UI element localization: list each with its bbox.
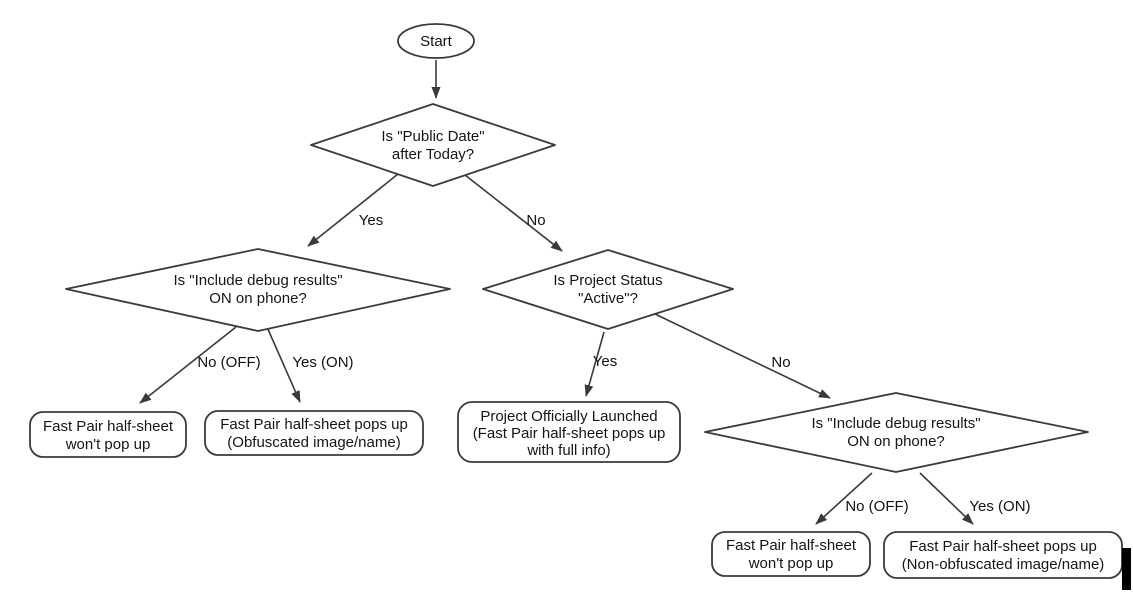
result-launched-line-1: Project Officially Launched bbox=[480, 408, 657, 425]
decision-project-status-line-2: "Active"? bbox=[578, 290, 638, 307]
edge-label-public-date-no: No bbox=[526, 212, 545, 229]
decision-debug-right-diamond bbox=[704, 392, 1089, 473]
decision-debug-left-line-2: ON on phone? bbox=[209, 290, 307, 307]
edge-status-no bbox=[654, 313, 831, 399]
start-label: Start bbox=[420, 33, 453, 50]
text-cursor-artifact bbox=[1122, 548, 1131, 590]
result-no-popup-right-line-2: won't pop up bbox=[748, 555, 834, 572]
decision-debug-left-line-1: Is "Include debug results" bbox=[173, 272, 342, 289]
decision-debug-right-line-2: ON on phone? bbox=[847, 433, 945, 450]
decision-debug-right: Is "Include debug results" ON on phone? bbox=[704, 392, 1089, 473]
edge-debug-right-no bbox=[815, 472, 873, 525]
decision-public-date-diamond bbox=[310, 103, 556, 187]
decision-public-date: Is "Public Date" after Today? bbox=[310, 103, 556, 187]
result-non-obfuscated: Fast Pair half-sheet pops up (Non-obfusc… bbox=[883, 531, 1123, 579]
edge-status-yes bbox=[584, 331, 605, 397]
edge-label-status-yes: Yes bbox=[593, 353, 617, 370]
result-no-popup-right: Fast Pair half-sheet won't pop up bbox=[711, 531, 871, 577]
result-non-obfuscated-line-1: Fast Pair half-sheet pops up bbox=[909, 538, 1097, 555]
edge-label-status-no: No bbox=[771, 354, 790, 371]
edge-debug-right-yes bbox=[919, 472, 974, 525]
decision-public-date-line-1: Is "Public Date" bbox=[381, 128, 484, 145]
edge-label-public-date-yes: Yes bbox=[359, 212, 383, 229]
edge-label-debug-right-no: No (OFF) bbox=[845, 498, 908, 515]
result-obfuscated-box bbox=[204, 410, 424, 456]
result-non-obfuscated-line-2: (Non-obfuscated image/name) bbox=[902, 556, 1105, 573]
result-no-popup-right-box bbox=[711, 531, 871, 577]
result-no-popup-left-box bbox=[29, 411, 187, 458]
result-launched-line-2: (Fast Pair half-sheet pops up bbox=[473, 425, 666, 442]
decision-debug-left-diamond bbox=[65, 248, 451, 332]
decision-debug-left: Is "Include debug results" ON on phone? bbox=[65, 248, 451, 332]
decision-public-date-line-2: after Today? bbox=[392, 146, 474, 163]
result-launched-box bbox=[457, 401, 681, 463]
edges: Yes No No (OFF) Yes (ON) Yes No No (OFF)… bbox=[139, 60, 1031, 525]
edge-label-debug-left-no: No (OFF) bbox=[197, 354, 260, 371]
decision-project-status-line-1: Is Project Status bbox=[553, 272, 662, 289]
edge-debug-left-no bbox=[139, 326, 237, 404]
edge-debug-left-yes bbox=[266, 326, 301, 403]
result-launched-line-3: with full info) bbox=[526, 442, 610, 459]
result-no-popup-right-line-1: Fast Pair half-sheet bbox=[726, 537, 857, 554]
decision-project-status: Is Project Status "Active"? bbox=[482, 249, 734, 330]
result-obfuscated-line-1: Fast Pair half-sheet pops up bbox=[220, 416, 408, 433]
result-no-popup-left-line-1: Fast Pair half-sheet bbox=[43, 418, 174, 435]
edge-label-debug-left-yes: Yes (ON) bbox=[292, 354, 353, 371]
decision-debug-right-line-1: Is "Include debug results" bbox=[811, 415, 980, 432]
decision-project-status-diamond bbox=[482, 249, 734, 330]
result-no-popup-left-line-2: won't pop up bbox=[65, 436, 151, 453]
result-obfuscated-line-2: (Obfuscated image/name) bbox=[227, 434, 400, 451]
start-node: Start bbox=[397, 23, 475, 59]
result-launched: Project Officially Launched (Fast Pair h… bbox=[457, 401, 681, 463]
result-obfuscated: Fast Pair half-sheet pops up (Obfuscated… bbox=[204, 410, 424, 456]
start-ellipse bbox=[397, 23, 475, 59]
edge-public-date-yes bbox=[307, 173, 399, 247]
result-no-popup-left: Fast Pair half-sheet won't pop up bbox=[29, 411, 187, 458]
edge-label-debug-right-yes: Yes (ON) bbox=[969, 498, 1030, 515]
edge-public-date-no bbox=[464, 174, 563, 252]
